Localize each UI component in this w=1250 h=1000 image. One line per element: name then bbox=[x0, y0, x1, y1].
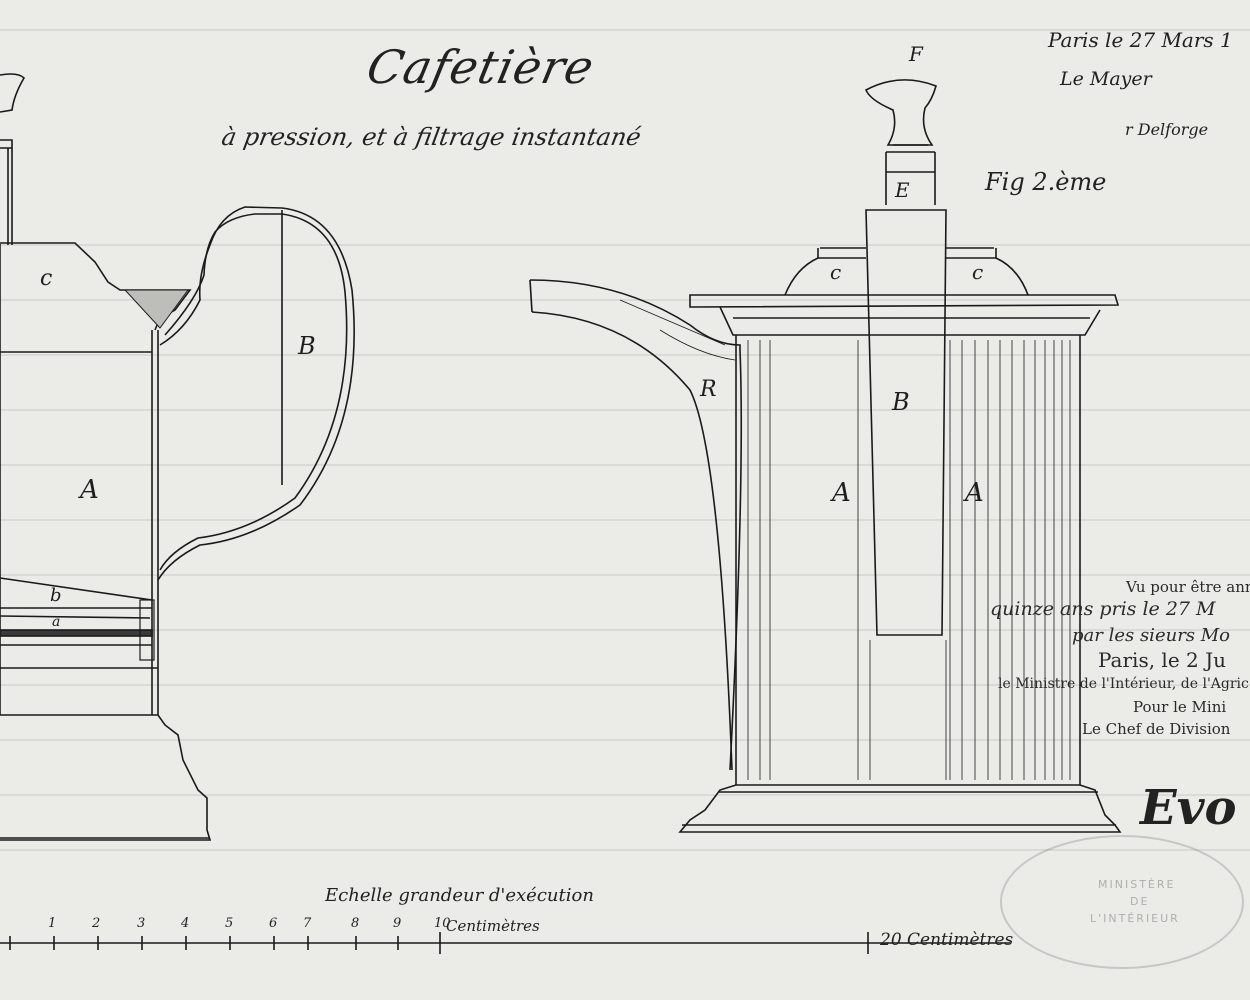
scale-label-20: 20 Centimètres bbox=[880, 930, 1014, 950]
approval-line-1: Vu pour être ann bbox=[1126, 578, 1250, 596]
date-line: Paris le 27 Mars 1 bbox=[1048, 28, 1233, 52]
scale-caption: Echelle grandeur d'exécution bbox=[325, 885, 594, 906]
stamp-line-1: MINISTÈRE bbox=[1098, 878, 1176, 891]
scale-tick-2: 2 bbox=[92, 916, 101, 931]
label-left-b: b bbox=[50, 585, 62, 606]
stamp-line-3: L'INTÉRIEUR bbox=[1090, 912, 1180, 925]
scale-tick-5: 5 bbox=[225, 916, 234, 931]
figure-label: Fig 2.ème bbox=[985, 168, 1107, 196]
drawing-subtitle: à pression, et à filtrage instantané bbox=[219, 123, 644, 151]
scale-tick-7: 7 bbox=[303, 916, 312, 931]
stamp-line-2: DE bbox=[1130, 895, 1150, 908]
drawing-title: Cafetière bbox=[362, 40, 600, 94]
left-section-figure bbox=[0, 73, 355, 841]
label-right-R: R bbox=[700, 377, 717, 402]
label-right-F: F bbox=[909, 42, 923, 66]
scale-tick-9: 9 bbox=[393, 916, 402, 931]
scale-tick-6: 6 bbox=[269, 916, 278, 931]
scale-tick-3: 3 bbox=[137, 916, 146, 931]
label-right-c2: c bbox=[972, 260, 984, 284]
label-right-B: B bbox=[892, 388, 910, 416]
label-right-E: E bbox=[895, 178, 910, 202]
approval-line-5: le Ministre de l'Intérieur, de l'Agric bbox=[998, 676, 1249, 692]
approval-line-7: Le Chef de Division bbox=[1082, 720, 1231, 738]
scale-tick-8: 8 bbox=[351, 916, 360, 931]
paper-ruling bbox=[0, 29, 1250, 851]
ministry-stamp bbox=[1000, 835, 1244, 969]
label-right-c1: c bbox=[830, 260, 842, 284]
label-left-A: A bbox=[80, 475, 99, 505]
label-right-A1: A bbox=[832, 478, 851, 508]
right-elevation-figure bbox=[529, 79, 1122, 833]
approval-line-2: quinze ans pris le 27 M bbox=[990, 598, 1216, 620]
scale-tick-10: 10 bbox=[434, 916, 451, 931]
approval-line-6: Pour le Mini bbox=[1133, 698, 1227, 716]
signature-mayer: Le Mayer bbox=[1060, 68, 1152, 90]
scale-bar bbox=[0, 932, 1010, 954]
approval-signature: Evo bbox=[1140, 780, 1237, 836]
scale-label-10: Centimètres bbox=[446, 917, 540, 935]
label-left-B: B bbox=[298, 332, 316, 360]
approval-line-4: Paris, le 2 Ju bbox=[1098, 648, 1226, 672]
label-left-c: c bbox=[40, 266, 53, 291]
approval-line-3: par les sieurs Mo bbox=[1072, 625, 1231, 646]
label-left-a: a bbox=[52, 614, 61, 630]
scale-tick-1: 1 bbox=[48, 916, 57, 931]
signature-delforge: r Delforge bbox=[1125, 120, 1209, 139]
scale-tick-4: 4 bbox=[181, 916, 190, 931]
label-right-A2: A bbox=[965, 478, 984, 508]
